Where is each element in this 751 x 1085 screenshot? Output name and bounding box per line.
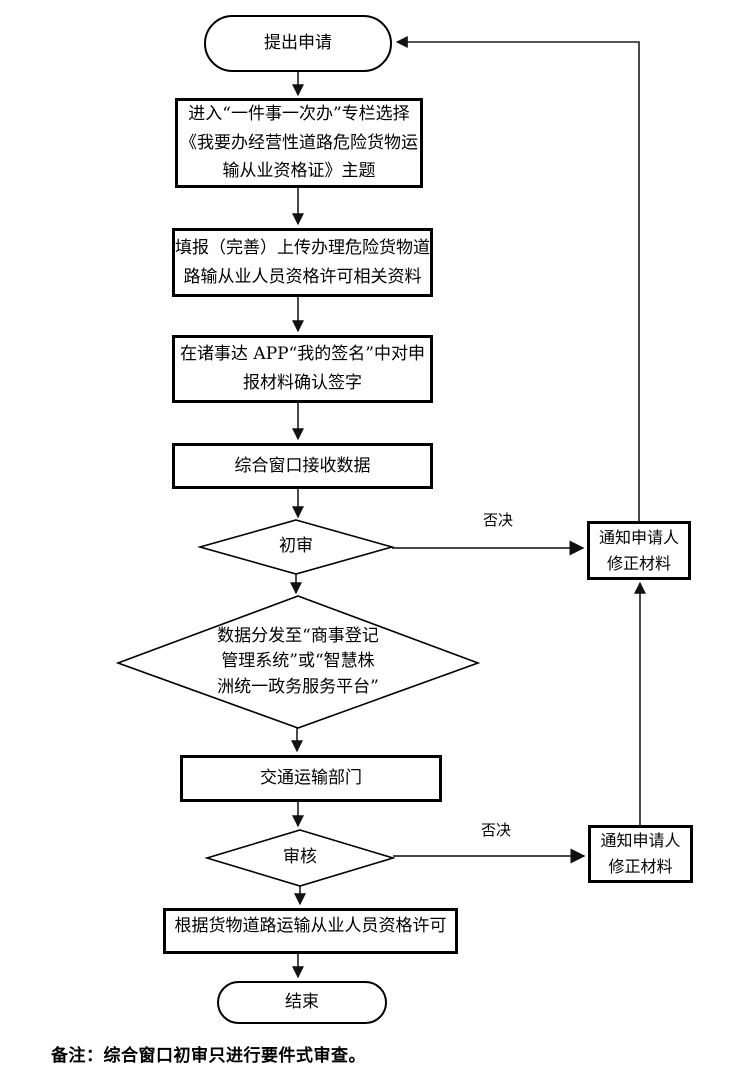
process-transport-department-label: 交通运输部门 <box>260 768 362 789</box>
process-window-receive-label: 综合窗口接收数据 <box>234 455 371 476</box>
connector-notify1-start <box>395 36 640 521</box>
process-upload-materials-label: 填报（完善）上传办理危险货物道 路输从业人员资格许可相关资料 <box>175 237 430 287</box>
process-transport-department: 交通运输部门 <box>180 755 442 802</box>
process-select-theme-label: 进入“一件事一次办”专栏选择 《我要办经营性道路危险货物运 输从业资格证》主题 <box>180 104 418 182</box>
process-qualification-license-label: 根据货物道路运输从业人员资格许可 <box>174 916 447 936</box>
reject-label-1: 否决 <box>481 511 516 529</box>
decision-audit-label: 审核 <box>283 847 317 868</box>
end-label: 结束 <box>285 992 319 1013</box>
footnote: 备注：综合窗口初审只进行要件式审查。 <box>51 1046 366 1066</box>
process-qualification-license: 根据货物道路运输从业人员资格许可 <box>163 908 458 954</box>
decision-dispatch: 数据分发至“商事登记 管理系统”或“智慧株 洲统一政务服务平台” <box>118 596 478 728</box>
decision-audit-shape <box>204 829 396 887</box>
decision-audit: 审核 <box>207 830 393 886</box>
notify-applicant-box-2: 通知申请人 修正材料 <box>588 825 693 883</box>
process-select-theme: 进入“一件事一次办”专栏选择 《我要办经营性道路危险货物运 输从业资格证》主题 <box>175 98 423 188</box>
start-terminator: 提出申请 <box>204 15 392 72</box>
process-app-signature-label: 在诸事达 APP“我的签名”中对申 报材料确认签字 <box>180 344 425 393</box>
decision-dispatch-label: 数据分发至“商事登记 管理系统”或“智慧株 洲统一政务服务平台” <box>217 625 379 697</box>
decision-initial-review-shape <box>197 519 395 575</box>
process-upload-materials: 填报（完善）上传办理危险货物道 路输从业人员资格许可相关资料 <box>172 228 433 297</box>
notify-applicant-box-1-label: 通知申请人 修正材料 <box>598 527 679 573</box>
decision-dispatch-shape <box>115 595 481 729</box>
notify-applicant-box-2-label: 通知申请人 修正材料 <box>600 831 681 876</box>
process-app-signature: 在诸事达 APP“我的签名”中对申 报材料确认签字 <box>172 335 433 403</box>
decision-initial-review-label: 初审 <box>279 536 313 557</box>
start-label: 提出申请 <box>264 33 332 54</box>
decision-initial-review: 初审 <box>200 520 392 574</box>
reject-label-2: 否决 <box>479 821 514 839</box>
process-window-receive: 综合窗口接收数据 <box>172 443 433 489</box>
notify-applicant-box-1: 通知申请人 修正材料 <box>587 521 691 580</box>
end-terminator: 结束 <box>217 981 387 1024</box>
